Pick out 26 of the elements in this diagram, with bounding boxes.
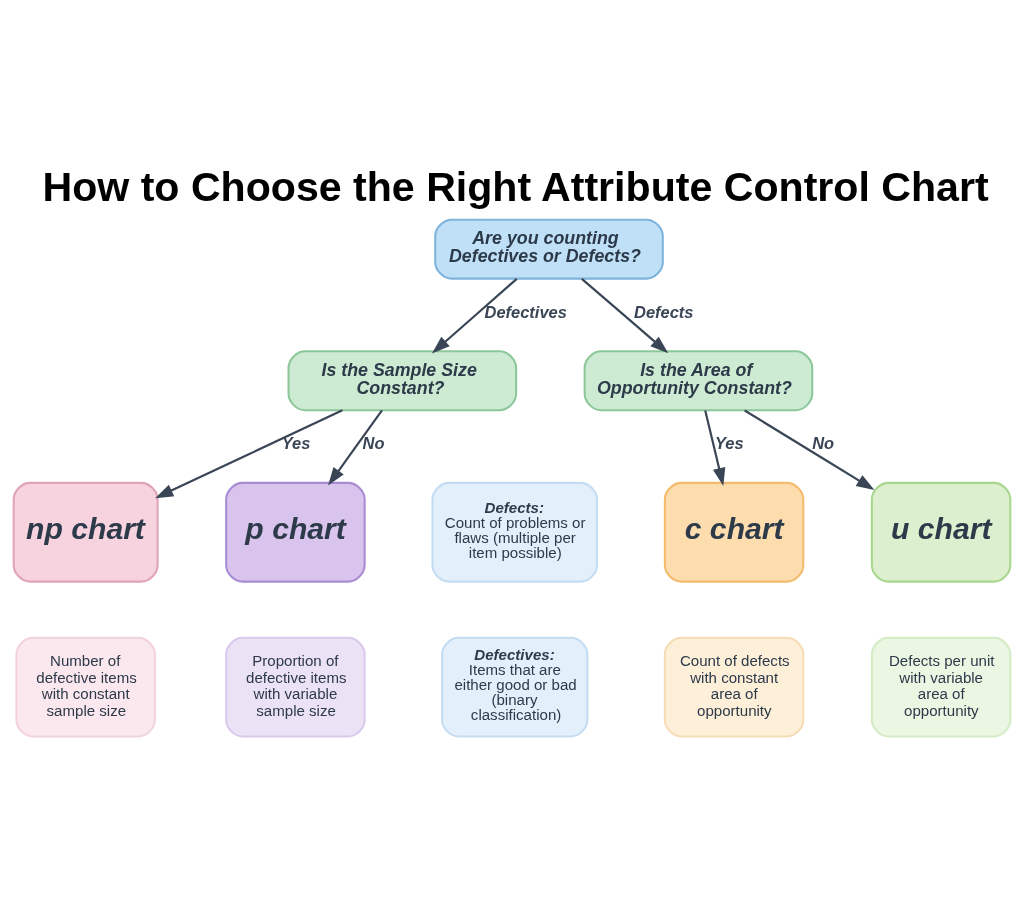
edge-label: Yes [714, 434, 744, 453]
node-box: Count of defects with constant area of opportunity [663, 636, 805, 738]
edge-label: Yes [281, 434, 311, 453]
arrow [704, 410, 726, 486]
node-box: Proportion of defective items with variable sample size [225, 636, 366, 738]
node-box: Defects: Count of problems or flaws (multiple per item possible) [431, 481, 599, 583]
arrow [155, 409, 343, 499]
node-box: c chart [663, 481, 805, 583]
node-box: u chart [870, 481, 1012, 583]
edge-label: No [362, 434, 385, 453]
arrow [581, 278, 669, 354]
node-box: Number of defective items with constant sample size [15, 636, 156, 738]
node-box: np chart [12, 481, 159, 583]
arrow [431, 278, 518, 354]
node-box: Is the Area of Opportunity Constant? [583, 350, 814, 412]
diagram-title: How to Choose the Right Attribute Control Chart [42, 163, 989, 210]
node-box: Defects per unit with variable area of opportunity [870, 636, 1012, 738]
node-box: Defectives: Items that are either good or bad (binary classification) [441, 636, 589, 738]
arrow [328, 409, 383, 486]
node-box: Are you counting Defectives or Defects? [434, 218, 664, 280]
node-box: p chart [225, 481, 366, 583]
edge-label: Defectives [484, 302, 567, 321]
node-box: Is the Sample Size Constant? [287, 350, 518, 412]
arrow [744, 409, 875, 491]
edge-label: No [812, 434, 835, 453]
edge-label: Defects [634, 302, 694, 321]
